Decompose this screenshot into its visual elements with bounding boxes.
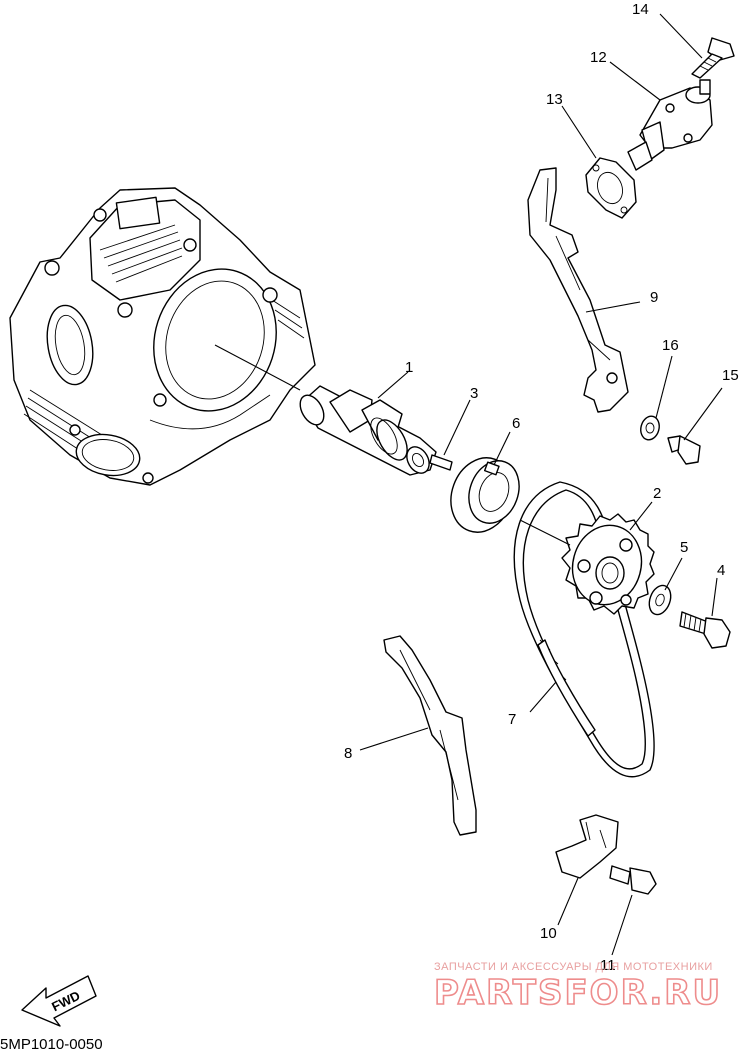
tensioner-assembly [627,79,713,171]
diagram-code: 5MP1010-0050 [0,1036,103,1052]
leader-lines [214,13,723,956]
watermark-logo: PARTSFOR.RU [434,973,722,1013]
part-label-16: 16 [662,337,679,354]
guide-bolt [667,435,701,465]
part-label-7: 7 [508,711,516,728]
part-label-9: 9 [650,289,658,306]
part-labels: 1 2 3 4 5 6 7 8 9 10 11 12 13 14 15 16 [344,1,739,974]
washer [648,584,672,616]
cylinder-head [9,187,316,486]
part-label-4: 4 [717,562,725,579]
part-label-12: 12 [590,49,607,66]
bearing [450,457,520,533]
stopper-bolt [609,865,657,895]
guide-stopper [555,814,619,879]
dowel-pin [429,454,453,471]
sprocket-bolt [679,611,731,649]
watermark: ЗАПЧАСТИ И АКСЕССУАРЫ ДЛЯ МОТОТЕХНИКИ PA… [433,961,722,1014]
fwd-arrow: FWD [21,975,97,1027]
part-label-8: 8 [344,745,352,762]
chain-guide-tensioner [527,167,629,413]
part-label-13: 13 [546,91,563,108]
chain-guide [383,635,477,836]
part-label-5: 5 [680,539,688,556]
part-label-15: 15 [722,367,739,384]
tensioner-gasket [585,157,637,219]
tensioner-bolt [691,37,735,79]
part-label-6: 6 [512,415,520,432]
watermark-tagline: ЗАПЧАСТИ И АКСЕССУАРЫ ДЛЯ МОТОТЕХНИКИ [434,961,713,973]
part-label-14: 14 [632,1,649,18]
part-label-1: 1 [405,359,413,376]
guide-washer [640,415,660,441]
part-label-2: 2 [653,485,661,502]
part-label-3: 3 [470,385,478,402]
part-label-11: 11 [600,957,616,974]
cam-sprocket [561,513,655,615]
part-label-10: 10 [540,925,557,942]
camshaft [299,385,437,476]
